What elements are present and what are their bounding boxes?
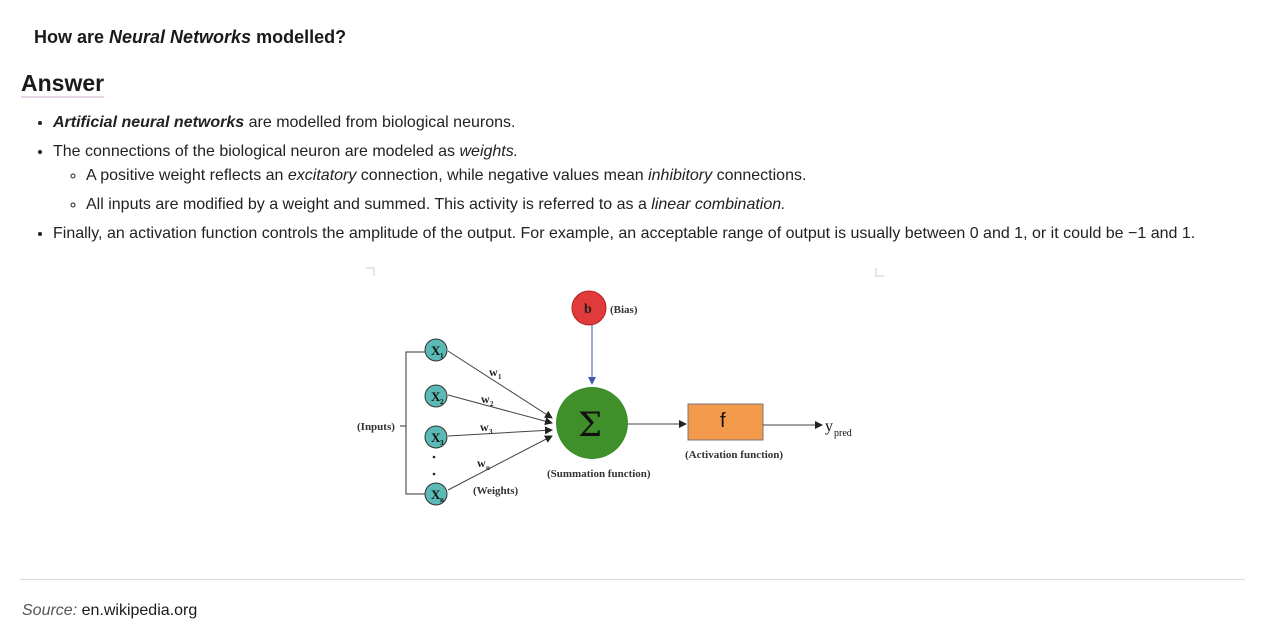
svg-text:X: X xyxy=(431,343,441,358)
sub-bullet-item: A positive weight reflects an excitatory… xyxy=(86,165,1272,194)
svg-text:3: 3 xyxy=(489,428,493,436)
weight-label: w 2 xyxy=(481,392,494,408)
bullet-text: are modelled from biological neurons. xyxy=(244,114,516,131)
source-value: en.wikipedia.org xyxy=(77,602,198,619)
bullet-text: The connections of the biological neuron… xyxy=(53,143,460,160)
weight-label: w 1 xyxy=(489,365,502,381)
neuron-diagram: (Inputs) X 1 X 2 X 3 X n w 1 w 2 w 3 w n xyxy=(357,267,884,506)
svg-text:w: w xyxy=(489,365,498,379)
bullet-item: Finally, an activation function controls… xyxy=(53,223,1272,245)
sub-bullet-list: A positive weight reflects an excitatory… xyxy=(53,165,1272,216)
bullet-text: Finally, an activation function controls… xyxy=(53,225,1196,242)
svg-text:n: n xyxy=(486,464,490,472)
sub-bullet-text: All inputs are modified by a weight and … xyxy=(86,196,652,213)
bias-symbol: b xyxy=(584,302,592,317)
weight-label: w n xyxy=(477,456,490,472)
sub-bullet-emphasis: excitatory xyxy=(287,167,357,184)
bias-label: (Bias) xyxy=(610,304,638,316)
question-suffix: modelled? xyxy=(251,27,347,47)
svg-text:X: X xyxy=(431,389,441,404)
weight-connection xyxy=(447,394,553,426)
ellipsis-dot xyxy=(432,455,436,459)
sub-bullet-item: All inputs are modified by a weight and … xyxy=(86,194,1272,216)
svg-text:w: w xyxy=(477,456,486,470)
bullet-emphasis: weights. xyxy=(459,143,519,160)
answer-heading: Answer xyxy=(21,70,105,98)
source-label: Source: xyxy=(22,602,78,619)
summation-symbol: Σ xyxy=(578,405,602,445)
input-node: X n xyxy=(424,482,448,506)
weight-label: w 3 xyxy=(480,420,493,436)
frame-corner-mark xyxy=(366,267,375,276)
activation-label: (Activation function) xyxy=(685,449,783,461)
answer-bullet-list: Artificial neural networks are modelled … xyxy=(33,112,1272,245)
weight-connection xyxy=(447,426,553,437)
source-line: Source: en.wikipedia.org xyxy=(22,602,197,620)
divider xyxy=(20,579,1245,580)
svg-text:2: 2 xyxy=(440,398,444,406)
svg-text:1: 1 xyxy=(498,373,502,381)
input-node: X 1 xyxy=(424,338,448,362)
weight-connection xyxy=(447,435,553,491)
question-emphasis: Neural Networks xyxy=(109,27,252,47)
input-node: X 3 xyxy=(424,425,448,449)
question-heading: How are Neural Networks modelled? xyxy=(34,27,346,48)
output-subscript: pred xyxy=(834,428,852,439)
svg-text:2: 2 xyxy=(490,400,494,408)
summation-node xyxy=(556,387,628,459)
activation-symbol: f xyxy=(720,410,726,432)
sub-bullet-text: A positive weight reflects an xyxy=(86,167,288,184)
inputs-label: (Inputs) xyxy=(357,421,395,433)
inputs-bracket xyxy=(405,351,428,495)
weights-label: (Weights) xyxy=(473,485,519,497)
svg-text:X: X xyxy=(431,487,441,502)
input-node: X 2 xyxy=(424,384,448,408)
bias-node xyxy=(571,290,607,326)
sub-bullet-emphasis: inhibitory xyxy=(648,167,713,184)
svg-text:w: w xyxy=(480,420,489,434)
svg-text:w: w xyxy=(481,392,490,406)
activation-box xyxy=(687,403,764,441)
sub-bullet-text: connection, while negative values mean xyxy=(356,167,649,184)
sub-bullet-text: connections. xyxy=(712,167,807,184)
sub-bullet-emphasis: linear combination. xyxy=(651,196,786,213)
summation-label: (Summation function) xyxy=(547,468,651,480)
bullet-item: Artificial neural networks are modelled … xyxy=(53,112,1272,141)
bullet-strong-text: Artificial neural networks xyxy=(53,114,245,131)
bullet-item: The connections of the biological neuron… xyxy=(53,141,1272,223)
frame-corner-mark xyxy=(875,268,884,277)
svg-text:X: X xyxy=(431,430,441,445)
output-symbol: y xyxy=(825,418,833,435)
weight-connection xyxy=(447,350,553,419)
svg-text:1: 1 xyxy=(440,352,444,360)
svg-text:n: n xyxy=(440,496,444,504)
question-prefix: How are xyxy=(34,27,110,47)
ellipsis-dot xyxy=(432,472,436,476)
svg-text:3: 3 xyxy=(440,439,444,447)
